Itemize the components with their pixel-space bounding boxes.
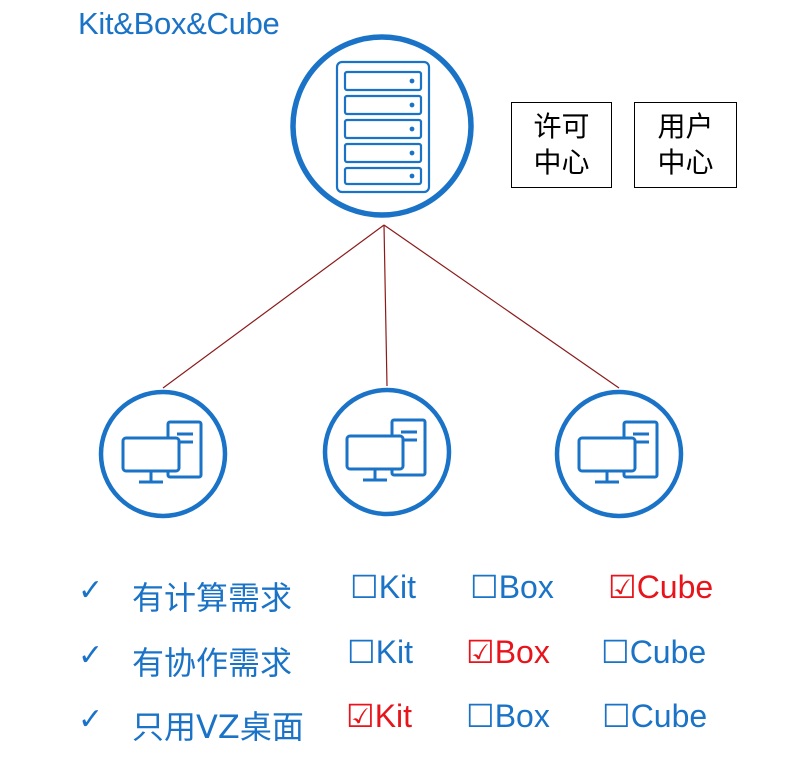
- license-center-line-1: 许可: [533, 110, 590, 143]
- connector-line-middle: [383, 224, 388, 387]
- checkbox-checked-icon: ☑: [608, 568, 637, 606]
- option-cube[interactable]: ☑Cube: [608, 568, 713, 606]
- license-center-line-2: 中心: [533, 146, 590, 179]
- checkbox-unchecked-icon: ☐: [347, 633, 376, 671]
- option-cube[interactable]: ☐Cube: [601, 633, 706, 671]
- requirement-label: 只用VZ桌面: [132, 708, 304, 746]
- user-center-line-1: 用户: [657, 110, 714, 143]
- user-center-line-2: 中心: [657, 146, 714, 179]
- option-kit[interactable]: ☐Kit: [347, 633, 413, 671]
- server-node: [290, 34, 474, 218]
- requirement-row-vz-desktop: ✓ 只用VZ桌面 ☑Kit ☐Box ☐Cube: [0, 697, 801, 747]
- client-node-3: [554, 389, 684, 519]
- row-check-mark: ✓: [78, 638, 104, 673]
- connector-line-left: [162, 224, 385, 389]
- option-label: Kit: [374, 698, 413, 734]
- checkbox-checked-icon: ☑: [466, 633, 495, 671]
- option-label: Box: [494, 634, 550, 670]
- requirement-row-compute: ✓ 有计算需求 ☐Kit ☐Box ☑Cube: [0, 568, 801, 618]
- option-label: Cube: [629, 634, 707, 670]
- client-node-1: [98, 389, 228, 519]
- option-cube[interactable]: ☐Cube: [602, 697, 707, 735]
- checkbox-unchecked-icon: ☐: [470, 568, 499, 606]
- row-check-mark: ✓: [78, 573, 104, 608]
- license-center-box: 许可 中心: [511, 102, 612, 188]
- option-label: Cube: [630, 698, 708, 734]
- client-node-2: [322, 387, 452, 517]
- checkbox-unchecked-icon: ☐: [601, 633, 630, 671]
- connector-line-right: [383, 224, 620, 389]
- option-box[interactable]: ☑Box: [466, 633, 550, 671]
- row-check-mark: ✓: [78, 702, 104, 737]
- diagram-title: Kit&Box&Cube: [78, 6, 280, 41]
- option-label: Box: [494, 698, 550, 734]
- requirement-label: 有协作需求: [132, 644, 293, 682]
- requirement-label: 有计算需求: [132, 579, 293, 617]
- desktop-computer-icon: [577, 420, 659, 484]
- checkbox-unchecked-icon: ☐: [350, 568, 379, 606]
- checkbox-unchecked-icon: ☐: [602, 697, 631, 735]
- option-label: Kit: [378, 569, 417, 605]
- option-kit[interactable]: ☐Kit: [350, 568, 416, 606]
- desktop-computer-icon: [345, 418, 427, 482]
- option-label: Cube: [636, 569, 714, 605]
- checkbox-unchecked-icon: ☐: [466, 697, 495, 735]
- requirement-row-collaboration: ✓ 有协作需求 ☐Kit ☑Box ☐Cube: [0, 633, 801, 683]
- user-center-box: 用户 中心: [634, 102, 737, 188]
- server-icon: [335, 60, 431, 194]
- option-box[interactable]: ☐Box: [470, 568, 554, 606]
- option-box[interactable]: ☐Box: [466, 697, 550, 735]
- checkbox-checked-icon: ☑: [346, 697, 375, 735]
- desktop-computer-icon: [121, 420, 203, 484]
- option-label: Kit: [375, 634, 414, 670]
- option-label: Box: [498, 569, 554, 605]
- option-kit[interactable]: ☑Kit: [346, 697, 412, 735]
